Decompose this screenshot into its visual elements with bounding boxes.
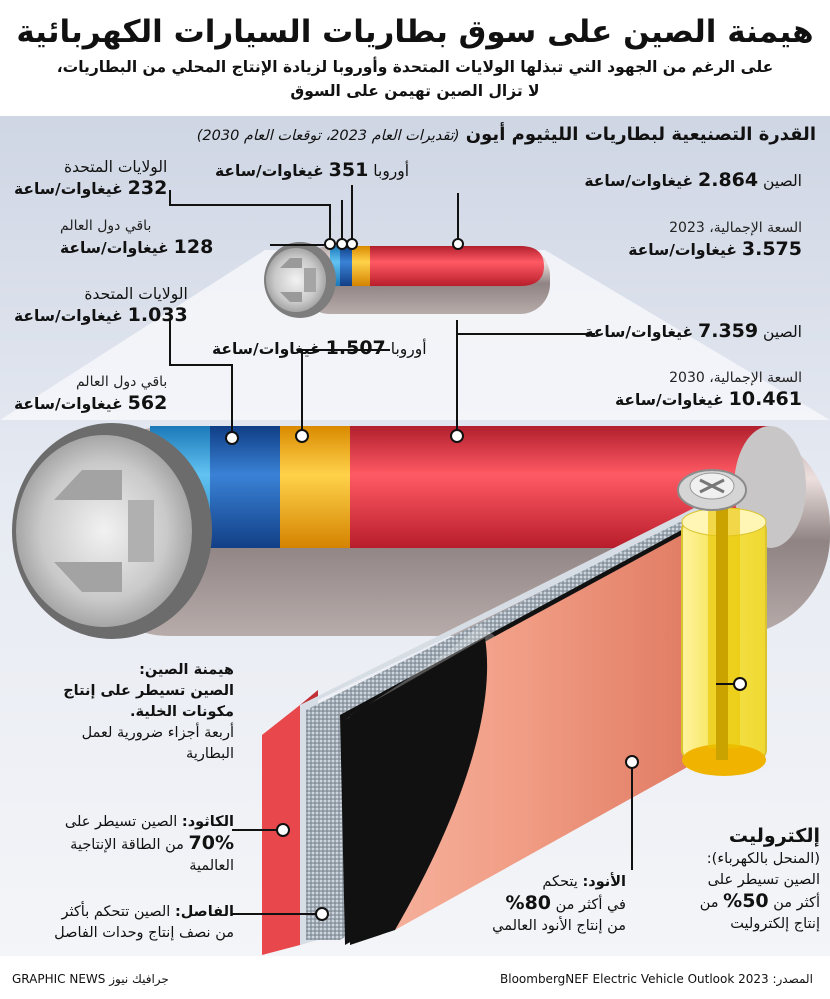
callout-electrolyte: إلكتروليت (المنحل بالكهرباء): الصين تسيط… [699, 825, 820, 933]
footer-brand: GRAPHIC NEWS جرافيك نيوز [12, 972, 169, 986]
leader-dots [225, 238, 747, 921]
label-2030-usa: الولايات المتحدة 1.033 غيغاوات/ساعة [14, 285, 188, 326]
label-2030-europe: أوروبا 1.507 غيغاوات/ساعة [212, 337, 427, 359]
page-title: هيمنة الصين على سوق بطاريات السيارات الك… [16, 14, 814, 50]
label-2023-rest-of-world: باقي دول العالم 128 غيغاوات/ساعة [60, 218, 214, 258]
battery-2030 [12, 423, 830, 639]
label-2030-rest-of-world: باقي دول العالم 562 غيغاوات/ساعة [14, 374, 168, 414]
battery-2023 [264, 242, 550, 318]
subtitle-line-1: على الرغم من الجهود التي تبذلها الولايات… [56, 58, 774, 76]
footer-source: المصدر: BloombergNEF Electric Vehicle Ou… [500, 972, 813, 986]
section-heading-text: القدرة التصنيعية لبطاريات الليثيوم أيون [465, 124, 816, 145]
section-heading: القدرة التصنيعية لبطاريات الليثيوم أيون … [197, 124, 816, 145]
label-2023-china: الصين 2.864 غيغاوات/ساعة [584, 169, 802, 191]
callout-separator: الفاصل: الصين تتحكم بأكثر من نصف إنتاج و… [54, 904, 234, 941]
label-2030-total: السعة الإجمالية، 2030 10.461 غيغاوات/ساع… [615, 370, 802, 410]
cell-components [262, 469, 767, 955]
zoom-funnel [0, 250, 830, 420]
callout-china-dominance: هيمنة الصين: الصين تسيطر على إنتاج مكونا… [63, 662, 234, 762]
subtitle-line-2: لا تزال الصين تهيمن على السوق [290, 82, 540, 100]
label-2023-total: السعة الإجمالية، 2023 3.575 غيغاوات/ساعة [628, 220, 802, 260]
section-heading-note: (تقديرات العام 2023، توقعات العام 2030) [196, 128, 460, 144]
callout-anode: الأنود: يتحكم في أكثر من 80% من إنتاج ال… [492, 874, 626, 934]
callout-cathode: الكاثود: الصين تسيطر على 70% من الطاقة ا… [64, 814, 234, 874]
leader-lines [169, 185, 740, 915]
label-2023-usa: الولايات المتحدة 232 غيغاوات/ساعة [14, 158, 168, 199]
label-2030-china: الصين 7.359 غيغاوات/ساعة [584, 320, 802, 342]
label-2023-europe: أوروبا 351 غيغاوات/ساعة [215, 159, 410, 181]
